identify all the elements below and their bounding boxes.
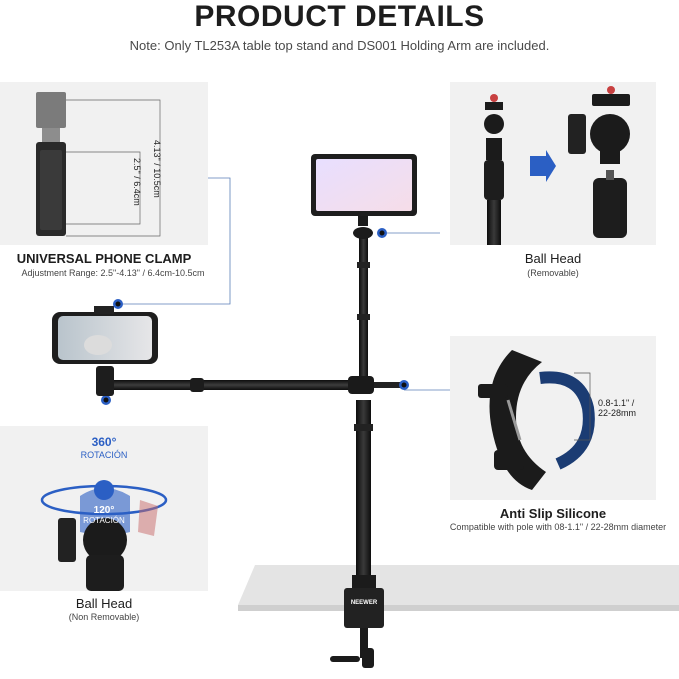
rotation-120-value: 120°: [93, 505, 115, 516]
anti-slip-clamp-detail: [478, 350, 595, 490]
anti-slip-title: Anti Slip Silicone: [499, 506, 607, 521]
ball-head-top-detail: [484, 86, 630, 245]
rotation-120-label: ROTACIÓN: [83, 516, 125, 525]
ball-head-top-subtitle: (Removable): [527, 268, 579, 278]
phone-clamp-subtitle: Adjustment Range: 2.5"-4.13" / 6.4cm-10.…: [21, 268, 205, 278]
anti-slip-panel: [450, 336, 656, 500]
phone-with-clamp: [52, 299, 158, 364]
ball-head-bottom-detail: [40, 480, 168, 591]
product-note: Note: Only TL253A table top stand and DS…: [129, 38, 550, 53]
anti-slip-dimension: 0.8-1.1" / 22-28mm: [598, 398, 637, 418]
table: [238, 565, 679, 611]
connector-lines: [120, 177, 450, 391]
base-clamp: [330, 575, 384, 668]
brand-logo: NEEWER: [350, 600, 378, 606]
ball-head-bottom-title: Ball Head: [75, 596, 133, 611]
clamp-inner-dimension: 2.5" / 6.4cm: [132, 158, 142, 206]
clamp-outer-dimension: 4.13" / 10.5cm: [152, 140, 162, 198]
led-panel-light: [311, 154, 417, 239]
vertical-pole: [354, 236, 373, 580]
phone-clamp-detail: [36, 92, 161, 237]
phone-clamp-panel: [0, 82, 208, 245]
ball-head-bottom-subtitle: (Non Removable): [68, 612, 140, 622]
ball-head-top-title: Ball Head: [524, 251, 582, 266]
anti-slip-subtitle: Compatible with pole with 08-1.1" / 22-2…: [449, 522, 667, 532]
phone-clamp-title: UNIVERSAL PHONE CLAMP: [16, 251, 192, 266]
rotation-360-label: ROTACIÓN: [80, 450, 128, 460]
rotation-360-value: 360°: [91, 435, 117, 449]
page-title: PRODUCT DETAILS: [194, 0, 485, 33]
